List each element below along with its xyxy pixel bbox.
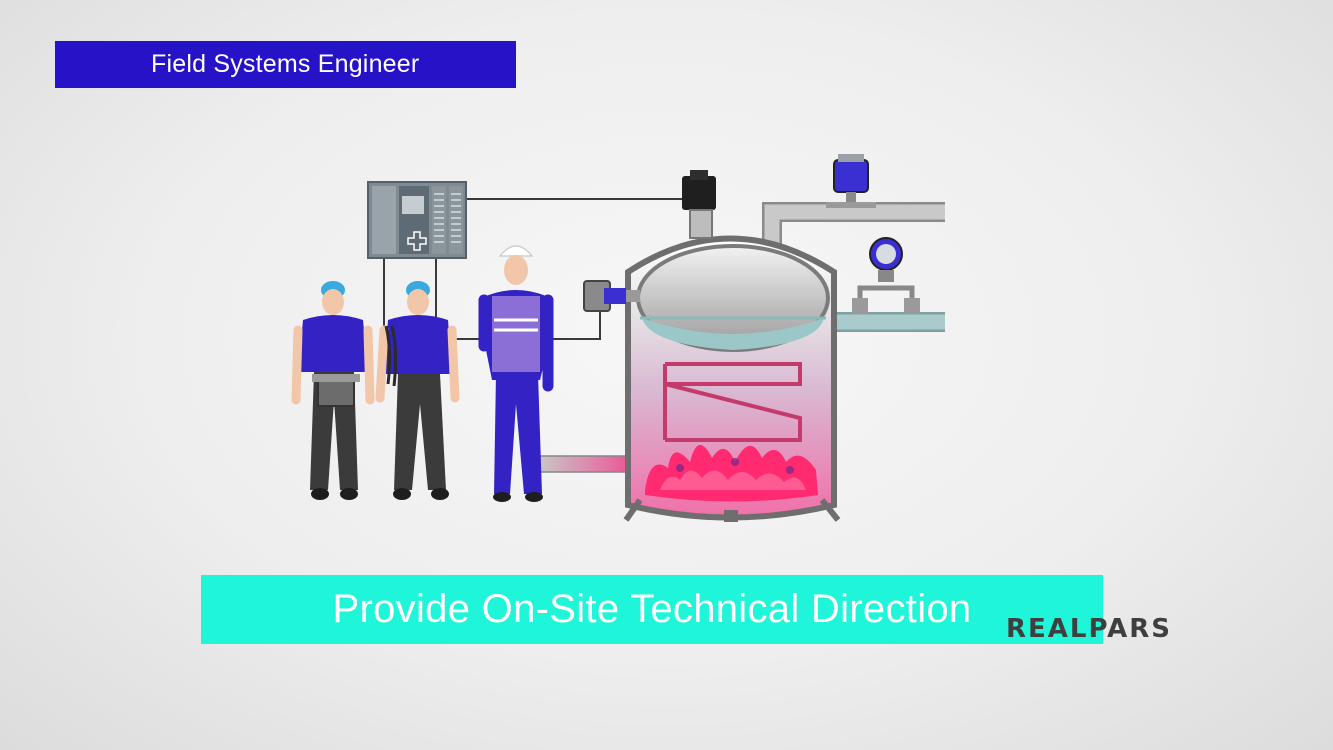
realpars-logo: REALPARS	[1006, 613, 1251, 645]
level-transmitter	[826, 154, 876, 208]
pressure-transmitter	[852, 237, 920, 314]
side-instrument	[583, 280, 640, 312]
technician-1	[291, 281, 375, 500]
brand-text: REALPARS	[1006, 614, 1173, 644]
solenoid-valve	[682, 170, 716, 239]
boiler-vessel	[623, 235, 841, 522]
technician-2	[375, 281, 460, 500]
title-banner: Field Systems Engineer	[55, 41, 516, 88]
caption-text: Provide On-Site Technical Direction	[332, 587, 972, 631]
flames	[645, 444, 818, 502]
title-text: Field Systems Engineer	[151, 50, 420, 78]
process-pipes	[537, 202, 945, 473]
engineer-hardhat	[478, 245, 554, 502]
caption-banner: Provide On-Site Technical Direction	[201, 575, 1103, 644]
plc-controller	[367, 181, 467, 259]
